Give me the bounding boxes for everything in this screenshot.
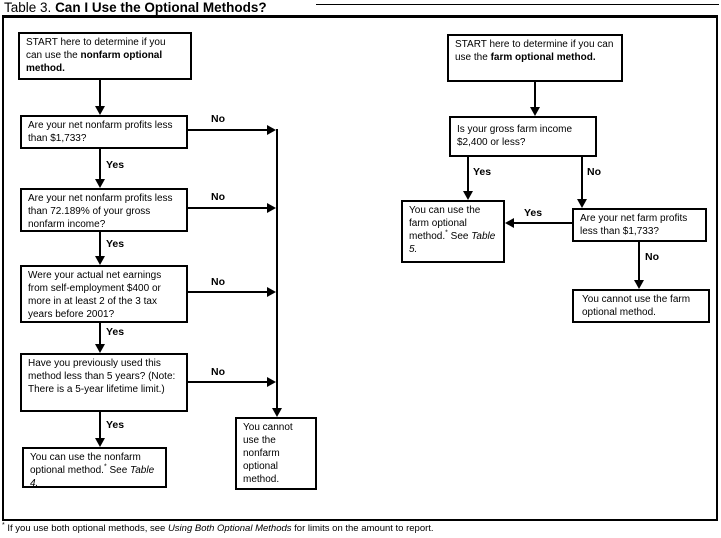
connector-line	[188, 129, 267, 131]
connector-line	[99, 149, 101, 179]
connector-line	[276, 129, 278, 409]
connector-line	[99, 323, 101, 344]
farm-can-use-see: See	[447, 231, 472, 242]
nonfarm-can-use-see: See	[106, 465, 131, 476]
arrowhead-right-icon	[267, 377, 276, 387]
flowchart-border	[2, 15, 718, 521]
farm-start-bold: farm optional method.	[490, 52, 596, 63]
arrowhead-down-icon	[95, 438, 105, 447]
footnote-post: for limits on the amount to report.	[291, 523, 434, 534]
no-label: No	[211, 276, 225, 288]
connector-line	[638, 242, 640, 280]
no-label: No	[211, 366, 225, 378]
no-label: No	[587, 166, 601, 178]
connector-line	[188, 291, 267, 293]
yes-label: Yes	[106, 419, 125, 431]
farm-q1-box: Is your gross farm income $2,400 or less…	[449, 116, 597, 157]
title-rule	[316, 4, 719, 5]
nonfarm-can-use-box: You can use the nonfarm optional method.…	[22, 447, 167, 489]
yes-label: Yes	[106, 326, 125, 338]
nonfarm-q4-box: Have you previously used this method les…	[20, 353, 188, 412]
footnote-asterisk: *	[2, 521, 5, 529]
nonfarm-start-box: START here to determine if you can use t…	[18, 32, 192, 80]
farm-start-box: START here to determine if you can use t…	[447, 34, 623, 82]
arrowhead-down-icon	[272, 408, 282, 417]
no-label: No	[211, 113, 225, 125]
no-label: No	[645, 251, 659, 263]
nonfarm-cannot-use-text: You cannot use the nonfarm optional meth…	[243, 422, 293, 485]
connector-line	[467, 157, 469, 191]
arrowhead-right-icon	[267, 287, 276, 297]
farm-cannot-use-box: You cannot use the farm optional method.	[572, 289, 710, 323]
nonfarm-q4-text: Have you previously used this method les…	[28, 358, 176, 395]
connector-line	[99, 80, 101, 106]
nonfarm-start-bold: nonfarm optional method.	[26, 50, 163, 74]
yes-label: Yes	[106, 159, 125, 171]
arrowhead-down-icon	[463, 191, 473, 200]
arrowhead-right-icon	[267, 203, 276, 213]
connector-line	[188, 207, 267, 209]
yes-label: Yes	[106, 238, 125, 250]
connector-line	[188, 381, 267, 383]
connector-line	[581, 157, 583, 199]
nonfarm-q3-box: Were your actual net earnings from self-…	[20, 265, 188, 323]
nonfarm-start-text: START here to determine if you can use t…	[26, 37, 166, 61]
table4-reference: Table 4.	[30, 465, 155, 489]
footnote-reference: Using Both Optional Methods	[167, 523, 292, 534]
arrowhead-left-icon	[505, 218, 514, 228]
footnote-pre: If you use both optional methods, see	[4, 523, 168, 534]
nonfarm-cannot-use-box: You cannot use the nonfarm optional meth…	[235, 417, 317, 490]
farm-can-use-box: You can use the farm optional method.* S…	[401, 200, 505, 263]
arrowhead-down-icon	[95, 344, 105, 353]
nonfarm-q1-text: Are your net nonfarm profits less than $…	[28, 120, 173, 144]
arrowhead-down-icon	[577, 199, 587, 208]
nonfarm-q1-box: Are your net nonfarm profits less than $…	[20, 115, 188, 149]
arrowhead-down-icon	[95, 179, 105, 188]
footnote: * If you use both optional methods, see …	[2, 521, 434, 534]
arrowhead-down-icon	[530, 107, 540, 116]
connector-line	[99, 232, 101, 256]
farm-can-use-text: You can use the farm optional method.	[409, 205, 481, 242]
farm-q2-box: Are your net farm profits less than $1,7…	[572, 208, 707, 242]
arrowhead-right-icon	[267, 125, 276, 135]
nonfarm-q3-text: Were your actual net earnings from self-…	[28, 270, 162, 320]
arrowhead-down-icon	[95, 256, 105, 265]
page-title: Table 3. Can I Use the Optional Methods?	[4, 0, 267, 15]
asterisk-marker: *	[103, 463, 107, 471]
no-label: No	[211, 191, 225, 203]
yes-label: Yes	[524, 207, 543, 219]
connector-line	[99, 412, 101, 438]
connector-line	[534, 82, 536, 107]
farm-q2-text: Are your net farm profits less than $1,7…	[580, 213, 688, 237]
farm-start-text: START here to determine if you can use t…	[455, 39, 614, 63]
table5-reference: Table 5.	[409, 231, 496, 255]
title-prefix: Table 3.	[4, 0, 52, 15]
nonfarm-q2-box: Are your net nonfarm profits less than 7…	[20, 188, 188, 232]
farm-cannot-use-text: You cannot use the farm optional method.	[582, 294, 691, 318]
connector-line	[514, 222, 572, 224]
nonfarm-can-use-text: You can use the nonfarm optional method.	[30, 452, 141, 476]
yes-label: Yes	[473, 166, 492, 178]
arrowhead-down-icon	[634, 280, 644, 289]
nonfarm-q2-text: Are your net nonfarm profits less than 7…	[28, 193, 173, 230]
title-text: Can I Use the Optional Methods?	[55, 0, 267, 15]
farm-q1-text: Is your gross farm income $2,400 or less…	[457, 124, 573, 148]
arrowhead-down-icon	[95, 106, 105, 115]
asterisk-marker: *	[445, 229, 448, 237]
